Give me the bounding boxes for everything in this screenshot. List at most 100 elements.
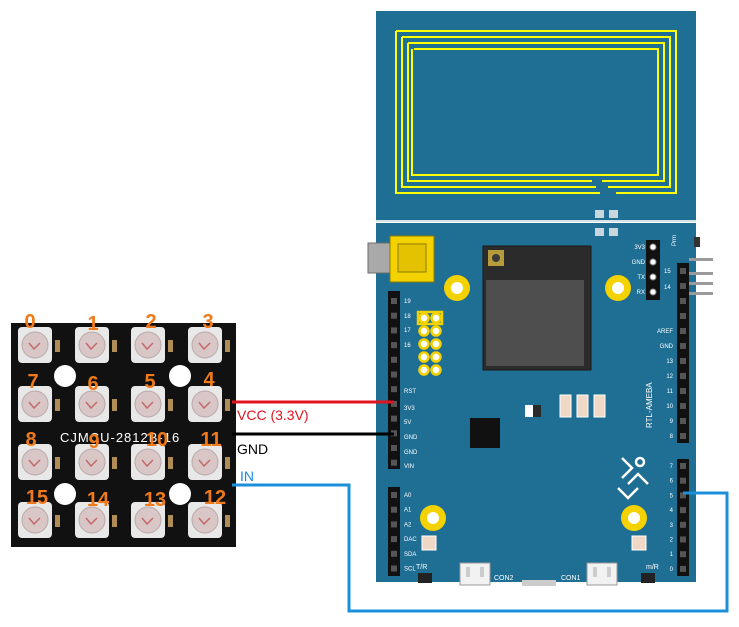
pin-label: 5V <box>404 420 411 426</box>
module-silkscreen: CJMCU-2812B-16 <box>60 430 180 445</box>
pin-label: 11 <box>667 389 674 395</box>
led-cell <box>14 500 60 540</box>
led-cell <box>127 442 173 482</box>
led-cell <box>127 325 173 365</box>
label-con2: CON2 <box>494 575 514 582</box>
led-index-label: 1 <box>87 313 98 335</box>
pin-label: 16 <box>404 343 411 349</box>
bottom-connectors: T/R CON2 CON1 m/R <box>416 562 659 586</box>
led-cell <box>184 442 230 482</box>
board-name: RTL-AMEBA <box>645 382 654 428</box>
right-header-top: AREF GND 13 12 11 10 9 8 <box>657 263 689 443</box>
pin-label: 3 <box>670 523 674 529</box>
led-index-label: 8 <box>25 429 36 451</box>
uart-num-15: 15 <box>664 269 671 275</box>
in-label: IN <box>240 468 254 484</box>
pin-label: 17 <box>404 328 411 334</box>
led-index-label: 9 <box>88 431 99 453</box>
led-cell <box>71 325 117 365</box>
led-cell <box>127 500 173 540</box>
label-mr: m/R <box>646 564 659 571</box>
pin-label: 1 <box>670 552 674 558</box>
mounting-holes <box>420 275 647 531</box>
small-components <box>421 394 647 551</box>
led-index-label: 10 <box>146 429 168 451</box>
pin-label: 8 <box>670 434 674 440</box>
led-cell <box>71 442 117 482</box>
led-cell <box>184 500 230 540</box>
pin-label: 3V3 <box>404 406 415 412</box>
pin-label: VIN <box>404 464 414 470</box>
led-index-label: 4 <box>203 369 215 391</box>
led-index-label: 2 <box>145 311 156 333</box>
realtek-logo <box>617 456 649 500</box>
pin-label: 13 <box>666 359 673 365</box>
test-pads <box>595 210 618 236</box>
pin-label: DAC <box>404 537 417 543</box>
pin-label: 4 <box>670 508 674 514</box>
led-index-label: 0 <box>24 311 35 333</box>
prm-label: Prm <box>672 235 678 246</box>
led-index-label: 3 <box>202 311 213 333</box>
antenna-area <box>376 11 696 220</box>
pin-label: GND <box>404 450 418 456</box>
right-angle-pins: Prm <box>672 235 713 295</box>
pin-label: 9 <box>670 419 674 425</box>
pin-label: A2 <box>404 522 412 528</box>
wires: VCC (3.3V) GND IN <box>232 400 729 613</box>
in-wire <box>232 483 729 613</box>
pin-label: 6 <box>670 479 674 485</box>
led-index-label: 6 <box>87 373 98 395</box>
pin-label: 19 <box>404 299 411 305</box>
gnd-label: GND <box>237 441 268 457</box>
pin-label: A1 <box>404 508 412 514</box>
uart-pin-label: TX <box>637 275 645 281</box>
pin-label: 18 <box>404 314 411 320</box>
pin-label: 5 <box>670 493 674 499</box>
led-index-label: 11 <box>200 429 221 451</box>
hole <box>169 365 191 387</box>
label-con1: CON1 <box>561 575 581 582</box>
uart-pin-label: GND <box>632 260 646 266</box>
pin-label-rst: RST <box>404 389 416 395</box>
pin-label: GND <box>404 435 418 441</box>
led-index-label: 12 <box>204 487 226 509</box>
led-index-label: 15 <box>26 487 48 509</box>
pin-label: SCL <box>404 567 416 573</box>
icsp-header <box>416 310 444 376</box>
led-index-label: 7 <box>27 371 38 393</box>
led-cell <box>184 325 230 365</box>
led-cell <box>71 500 117 540</box>
pin-label: GND <box>660 344 674 350</box>
pin-label: 12 <box>666 374 673 380</box>
pin-label: 10 <box>666 404 673 410</box>
pin-label: 7 <box>670 464 674 470</box>
pin-label: SDA <box>404 552 416 558</box>
hole <box>54 365 76 387</box>
led-cell <box>127 384 173 424</box>
pin-label: 2 <box>670 538 674 544</box>
right-header-bottom: 7 6 5 4 3 2 1 0 <box>670 459 689 576</box>
led-cell <box>14 442 60 482</box>
uart-pin-label: RX <box>637 290 645 296</box>
chip <box>470 418 500 448</box>
uart-pin-label: 3V3 <box>634 245 645 251</box>
antenna-trace <box>395 30 677 194</box>
led-cell <box>71 384 117 424</box>
rtl-module <box>482 245 592 371</box>
led-cell <box>14 384 60 424</box>
led-index-label: 14 <box>87 489 110 511</box>
pin-label: A0 <box>404 493 412 499</box>
pin-label: AREF <box>657 329 673 335</box>
uart-num-14: 14 <box>664 285 671 291</box>
led-cell <box>184 384 230 424</box>
vcc-label: VCC (3.3V) <box>237 407 309 423</box>
led-index-label: 5 <box>144 371 155 393</box>
pin-label: 0 <box>670 567 674 573</box>
